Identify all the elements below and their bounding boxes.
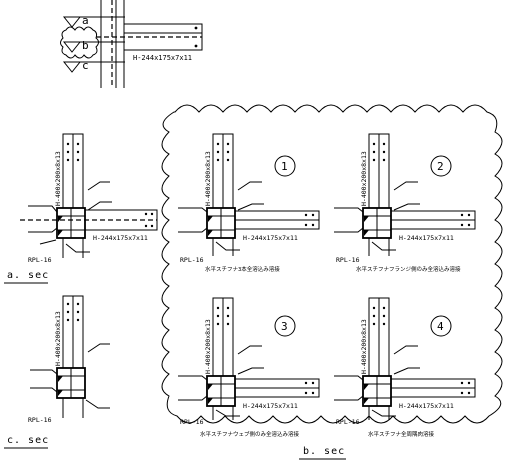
b-option-4-number: 4 (437, 320, 444, 333)
b-option-4-plate-label: RPL-16 (336, 418, 360, 426)
b-option-2-caption: 水平スチフナフランジ側のみ全溶込み溶接 (356, 265, 461, 273)
b-option-3-beam-label: H-244x175x7x11 (243, 402, 298, 410)
b-option-4-column-label: H-400x200x8x13 (360, 319, 368, 374)
b-option-2-plate-label: RPL-16 (336, 256, 360, 264)
b-option-1: 1 H-400x200x8x13 RPL-16 H-244x175x7x11 水… (178, 133, 320, 273)
b-option-2-column-label: H-400x200x8x13 (360, 151, 368, 206)
marker-c: c (82, 59, 89, 72)
detail-c-column-label: H-400x200x8x13 (54, 311, 62, 366)
marker-a: a (82, 14, 89, 27)
b-option-3: 3 H-400x200x8x13 RPL-16 H-244x175x7x11 水… (178, 297, 320, 438)
b-option-3-number: 3 (281, 320, 288, 333)
detail-b-section-label: b. sec (303, 446, 345, 457)
detail-a-beam-label: H-244x175x7x11 (93, 234, 148, 242)
detail-c: H-400x200x8x13 RPL-16 c. sec (4, 295, 110, 449)
b-option-1-caption: 水平スチフナ3本全溶込み溶接 (205, 265, 280, 273)
detail-a-column-label: H-400x200x8x13 (54, 151, 62, 206)
b-option-3-plate-label: RPL-16 (180, 418, 204, 426)
b-option-2-number: 2 (437, 160, 444, 173)
b-option-4-beam-label: H-244x175x7x11 (399, 402, 454, 410)
top-beam-label: H-244x175x7x11 (133, 54, 192, 62)
revision-cloud (161, 104, 503, 424)
b-option-3-column-label: H-400x200x8x13 (204, 319, 212, 374)
b-option-2-beam-label: H-244x175x7x11 (399, 234, 454, 242)
b-option-1-beam-label: H-244x175x7x11 (243, 234, 298, 242)
detail-a-section-label: a. sec (7, 270, 49, 281)
b-option-1-number: 1 (281, 160, 288, 173)
detail-c-section-label: c. sec (7, 435, 49, 446)
detail-a: H-400x200x8x13 RPL-16 H-244x175x7x11 a. … (4, 133, 158, 284)
detail-a-plate-label: RPL-16 (28, 256, 52, 264)
top-key-plan: a b c H-244x175x7x11 (60, 0, 203, 88)
b-option-2: 2 H-400x200x8x13 RPL-16 H-244x175x7x11 水… (334, 133, 476, 273)
marker-b: b (82, 39, 89, 52)
b-option-1-column-label: H-400x200x8x13 (204, 151, 212, 206)
b-option-3-caption: 水平スチフナウェブ側のみ全溶込み溶接 (200, 430, 300, 438)
b-option-4-caption: 水平スチフナ全周隅肉溶接 (368, 430, 435, 438)
b-option-1-plate-label: RPL-16 (180, 256, 204, 264)
detail-c-plate-label: RPL-16 (28, 416, 52, 424)
b-option-4: 4 H-400x200x8x13 RPL-16 H-244x175x7x11 水… (334, 297, 476, 438)
